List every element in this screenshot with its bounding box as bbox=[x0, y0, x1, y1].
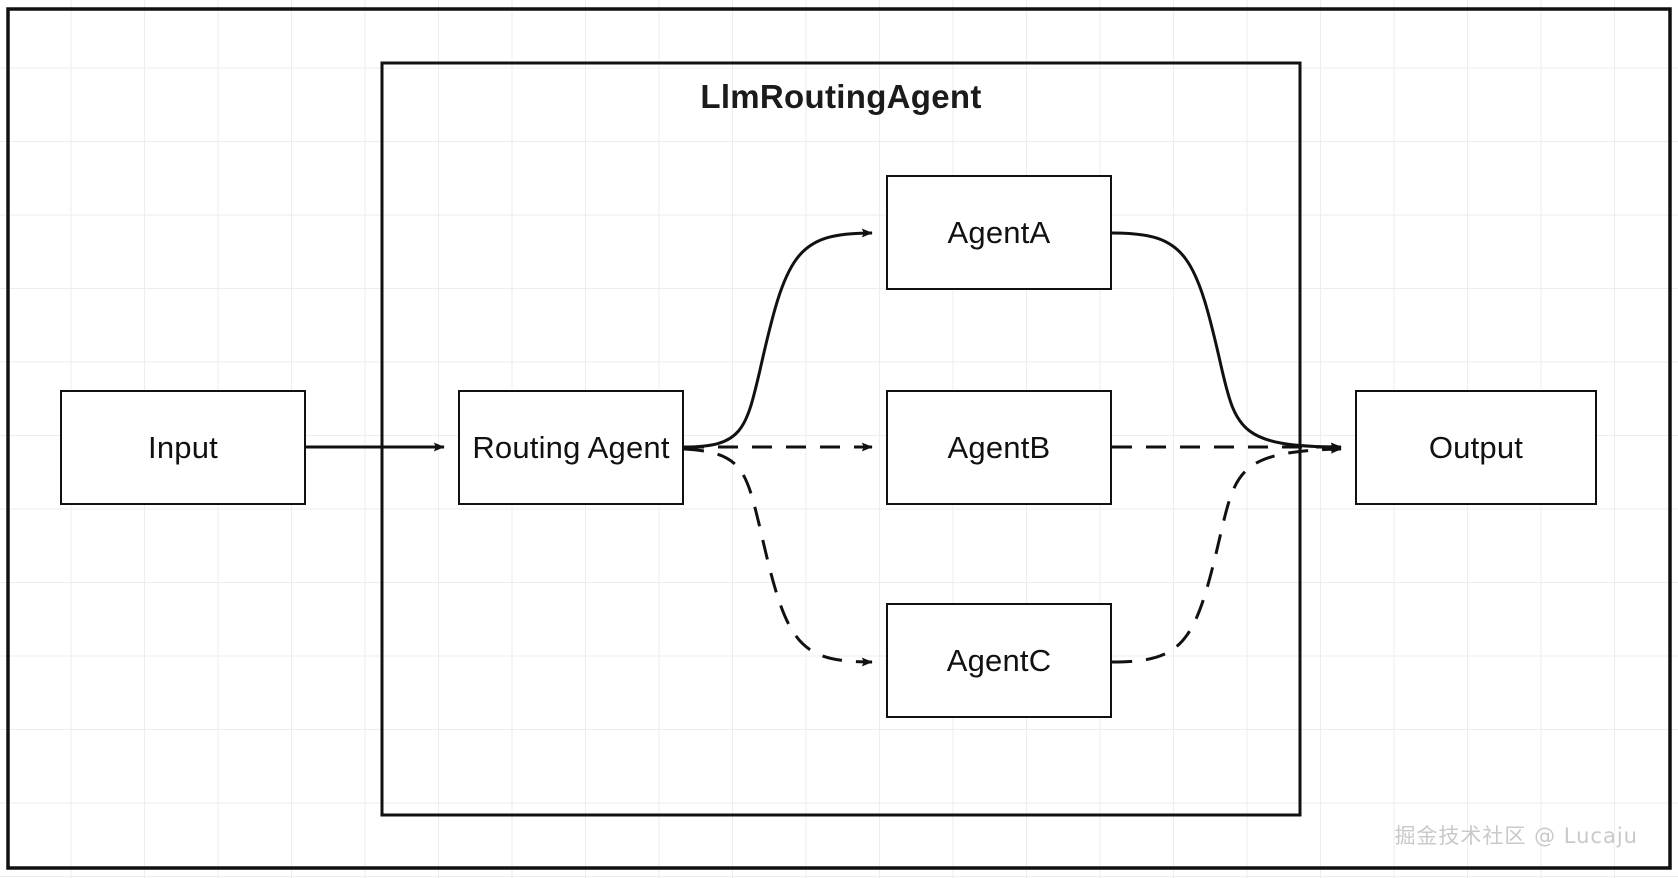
node-agent-b-label: AgentB bbox=[947, 429, 1051, 465]
node-agent-a[interactable]: AgentA bbox=[886, 175, 1112, 290]
watermark-text: 掘金技术社区 @ Lucaju bbox=[1394, 824, 1638, 848]
node-agent-c-label: AgentC bbox=[946, 642, 1052, 678]
group-container-box bbox=[380, 61, 1302, 817]
node-output[interactable]: Output bbox=[1355, 390, 1597, 505]
node-input[interactable]: Input bbox=[60, 390, 306, 505]
node-routing-agent[interactable]: Routing Agent bbox=[458, 390, 684, 505]
node-output-label: Output bbox=[1428, 429, 1524, 465]
edge-routing-agent-to-agent-c bbox=[683, 447, 873, 667]
group-title: LlmRoutingAgent bbox=[700, 78, 982, 115]
node-input-label: Input bbox=[148, 429, 218, 465]
node-agent-b[interactable]: AgentB bbox=[886, 390, 1112, 505]
node-routing-agent-label: Routing Agent bbox=[472, 429, 670, 465]
edge-agent-c-to-output bbox=[1111, 444, 1342, 664]
edge-agent-a-to-output bbox=[1111, 231, 1342, 452]
edge-routing-agent-to-agent-a bbox=[683, 228, 873, 449]
node-agent-a-label: AgentA bbox=[947, 214, 1051, 250]
outer-border bbox=[6, 7, 1672, 870]
node-agent-c[interactable]: AgentC bbox=[886, 603, 1112, 718]
